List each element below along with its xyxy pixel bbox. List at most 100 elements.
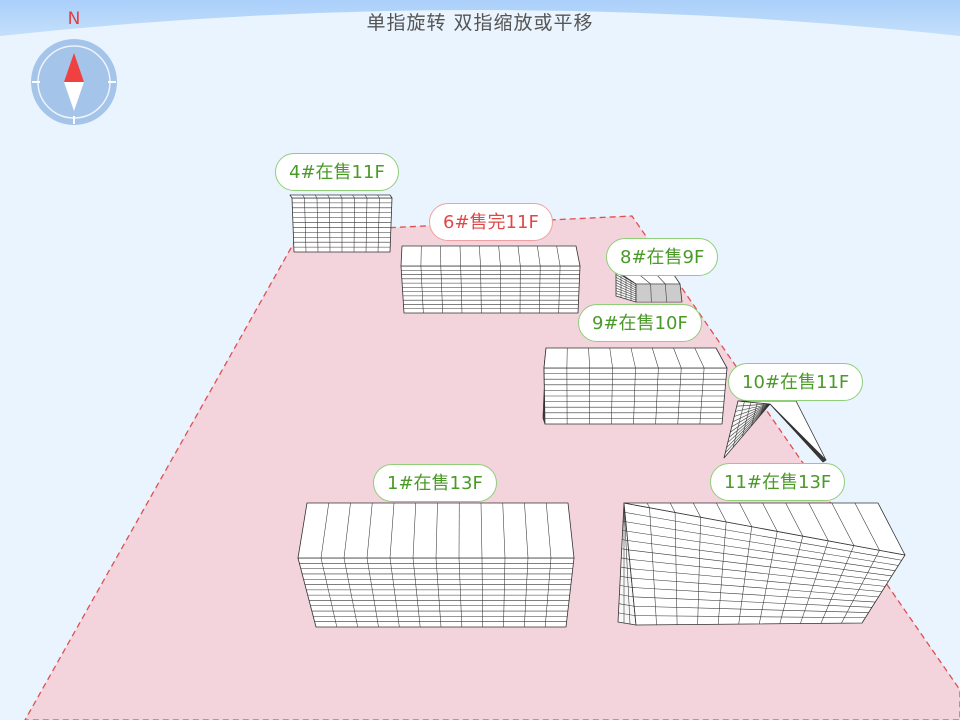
building-6-roof-col [479,245,481,267]
building-11-roof-col [739,502,752,527]
building-11-roof-col [808,502,829,541]
building-9-front-col [611,367,613,425]
building-10-side-floor [735,403,771,412]
building-4-roof-col [352,194,355,199]
building-6-front-col [539,265,541,314]
building-11-roof-col [831,502,855,546]
building-10-side-col [742,402,752,437]
building-11-side-floor [618,603,635,607]
building-9-roof [543,347,728,369]
building-11-front-col [779,536,804,624]
building-1-front-col [320,557,338,628]
building-11-roof-col [785,502,804,537]
building-11-side-floor [619,594,634,598]
building-1-roof-col [545,502,552,559]
building-1-front-col [544,557,552,628]
building-11-front-col [738,526,752,625]
building-1-roof-col [320,502,330,559]
building-6-roof [400,245,581,267]
building-11-front-floor [631,577,879,598]
building-6-roof-col [517,245,521,267]
gesture-hint: 单指旋转 双指缩放或平移 [366,12,594,34]
building-11-roof [623,502,906,556]
building-1-front-col [481,557,483,628]
building-11-front-floor [628,549,889,582]
building-11-front-floor [635,615,866,619]
building-1-front-col [389,557,400,628]
building-label-1[interactable]: 1#在售13F [373,464,497,502]
building-label-4[interactable]: 4#在售11F [275,153,399,191]
building-4-roof-col [377,194,380,199]
building-10-side-floor [734,403,771,417]
building-10-side-col [760,403,764,415]
building-11-roof-col [854,502,880,551]
building-9-front-col [655,367,659,425]
building-11-front-floor [634,605,869,613]
building-1-roof-col [502,502,506,559]
building-10-side-col [732,401,745,448]
building-11-front-floor [632,587,876,603]
building-1-roof-col [524,502,529,559]
building-11-front-col [759,531,778,624]
building-11-side-floor [622,539,628,541]
building-4-roof-col [314,194,318,199]
building-8-front-col [650,283,652,303]
building-11-front-col [649,507,657,625]
building-1-roof-col [412,502,417,559]
building-10-side-floor [728,403,771,438]
building-1-front-col [524,557,529,628]
building-9-front-col [633,367,636,425]
building-4-roof-col [339,194,343,199]
building-11-roof-col [716,502,727,523]
building-11-front-floor [624,512,902,561]
building-10-side-floor [727,403,771,443]
building-4-front-col [377,197,380,253]
compass-icon[interactable] [30,38,118,126]
building-11-side-col [623,502,631,625]
building-9-front-col [699,367,705,425]
building-1-front-col [343,557,358,628]
building-label-11[interactable]: 11#在售13F [710,463,846,501]
building-11-front-floor [627,540,892,577]
building-1-front-col [458,557,463,628]
building-10-side-floor [725,403,771,454]
building-1-roof-col [343,502,351,559]
building-9-roof-col [651,347,659,369]
building-8-front-col [665,283,667,303]
building-6-roof-col [459,245,461,267]
building-label-9[interactable]: 9#在售10F [578,304,702,342]
building-11-front-floor [629,559,886,587]
building-1-roof-col [435,502,438,559]
building-9-roof-col [694,347,705,369]
building-1-roof-col [480,502,483,559]
building-4-front-col [316,197,319,253]
building-label-10[interactable]: 10#在售11F [728,363,864,401]
sky-band [0,0,960,36]
building-4-roof-col [302,194,305,199]
building-1-front-col [366,557,379,628]
building-11-front-floor [630,568,882,592]
building-label-8[interactable]: 8#在售9F [606,238,719,276]
building-6-roof-col [498,245,501,267]
building-10-side-floor [726,403,771,448]
building-9-front-col [677,367,682,425]
building-11-roof-col [646,502,650,508]
building-4-front-col [304,197,307,253]
building-9-roof-col [609,347,613,369]
building-6-front [400,265,581,314]
building-1-roof-col [389,502,395,559]
building-11-side-floor [620,566,631,569]
building-6-front-col [460,265,463,314]
building-11-front-col [697,517,701,625]
building-11-side-floor [621,557,630,560]
building-9-roof-col [630,347,636,369]
building-8-front [635,283,683,303]
buildings-layer [289,194,906,628]
building-label-6[interactable]: 6#售完11F [429,203,553,241]
building-4-front-col [365,197,368,253]
building-1-roof-col [366,502,373,559]
building-9-roof-col [673,347,682,369]
building-11-side-floor [619,585,633,588]
building-11-front-floor [625,521,899,566]
